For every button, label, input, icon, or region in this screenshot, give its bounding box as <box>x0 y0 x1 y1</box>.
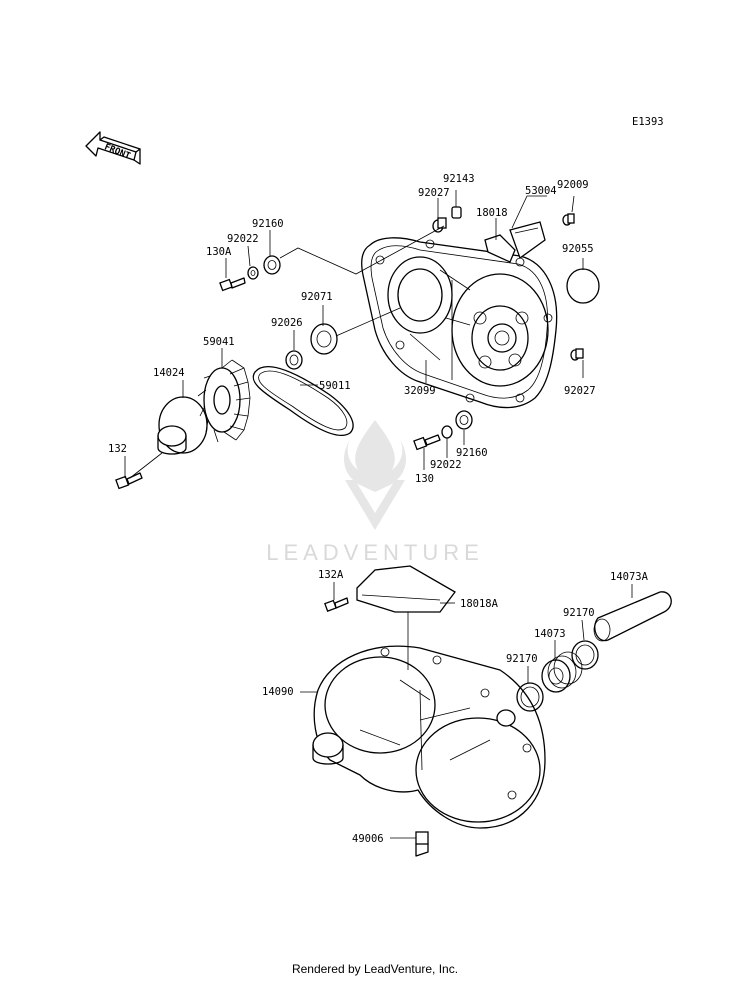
callout-92027-upper: 92027 <box>418 187 450 199</box>
cover-53004 <box>509 221 546 260</box>
callout-92170-left: 92170 <box>506 653 538 665</box>
callout-92160-upper: 92160 <box>252 218 284 230</box>
seal-92071 <box>310 323 338 355</box>
washer-92022-lower <box>441 425 453 439</box>
front-arrow-icon: FRONT <box>85 131 141 165</box>
bolt-92027-upper <box>432 217 447 233</box>
callout-18018: 18018 <box>476 207 508 219</box>
bolt-92009 <box>562 213 575 226</box>
callout-14090: 14090 <box>262 686 294 698</box>
callout-92022-upper: 92022 <box>227 233 259 245</box>
bolt-132 <box>115 472 143 490</box>
washer-92022-upper <box>247 266 259 280</box>
callout-132: 132 <box>108 443 127 455</box>
clamp-92170-left <box>516 682 544 712</box>
fan-59041 <box>197 359 251 443</box>
callout-14024: 14024 <box>153 367 185 379</box>
callout-92009: 92009 <box>557 179 589 191</box>
callout-92055: 92055 <box>562 243 594 255</box>
footer-credit: Rendered by LeadVenture, Inc. <box>291 962 459 976</box>
collar-92143 <box>451 206 462 219</box>
callout-92071: 92071 <box>301 291 333 303</box>
bolt-132A <box>324 597 349 612</box>
oring-92055 <box>566 268 600 304</box>
callout-59011: 59011 <box>319 380 351 392</box>
callout-92170-right: 92170 <box>563 607 595 619</box>
callout-92026: 92026 <box>271 317 303 329</box>
callout-92027-lower: 92027 <box>564 385 596 397</box>
callout-130A: 130A <box>206 246 232 258</box>
plate-18018A <box>356 565 456 613</box>
callout-49006: 49006 <box>352 833 384 845</box>
clutch-cover-32099 <box>361 237 558 409</box>
boot-14073 <box>541 651 583 693</box>
diagram-code: E1393 <box>632 116 664 128</box>
bolt-92027-lower <box>570 348 584 361</box>
grommet-92160-upper <box>263 255 281 275</box>
grommet-92160-lower <box>455 410 473 430</box>
callout-14073A: 14073A <box>610 571 649 583</box>
callout-18018A: 18018A <box>460 598 499 610</box>
drain-49006 <box>415 831 429 857</box>
callout-59041: 59041 <box>203 336 235 348</box>
watermark-text: LEADVENTURE <box>266 540 484 565</box>
belt-59011 <box>252 365 354 437</box>
callout-32099: 32099 <box>404 385 436 397</box>
callout-14073: 14073 <box>534 628 566 640</box>
callout-92160-lower: 92160 <box>456 447 488 459</box>
callout-92022-lower: 92022 <box>430 459 462 471</box>
callout-53004: 53004 <box>525 185 557 197</box>
plate-18018 <box>484 234 516 263</box>
watermark-logo <box>344 420 406 530</box>
callout-132A: 132A <box>318 569 344 581</box>
leader-lines <box>124 190 633 839</box>
washer-92026 <box>285 350 303 370</box>
callout-labels: 92143 92027 53004 92009 18018 92160 9202… <box>108 173 649 845</box>
housing-14090 <box>312 645 546 829</box>
bolt-130 <box>413 434 441 451</box>
plate-14024 <box>157 396 208 455</box>
callout-92143: 92143 <box>443 173 475 185</box>
duct-14073A <box>593 591 672 642</box>
callout-130: 130 <box>415 473 434 485</box>
bolt-130A <box>219 277 246 292</box>
